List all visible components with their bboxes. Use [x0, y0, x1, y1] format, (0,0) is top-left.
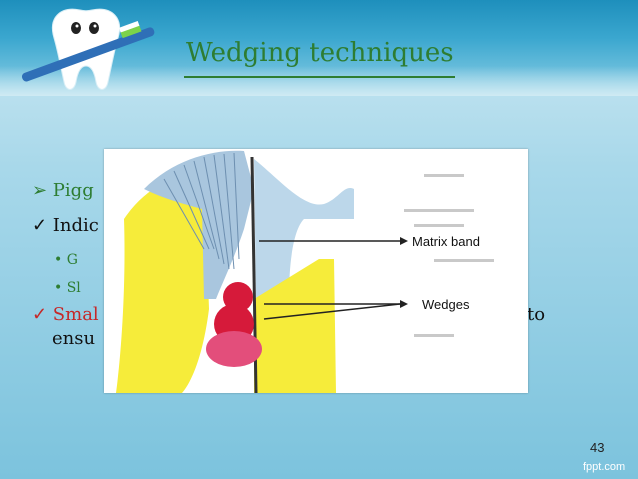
title-underline [184, 76, 455, 78]
tooth-toothbrush-logo [21, 8, 155, 90]
brand-label: fppt.com [583, 461, 626, 473]
page-number: 43 [590, 440, 605, 455]
bullet-indications: ✓ Indic [32, 215, 99, 236]
slide-title: Wedging techniques [186, 38, 454, 68]
matrix-band-label: Matrix band [412, 234, 480, 249]
bullet-small-tail: to [527, 304, 546, 325]
wedges-label: Wedges [422, 297, 470, 312]
bullet-piggyback: ➢ Pigg [32, 180, 94, 201]
sub-bullet-2: • Sl [54, 280, 81, 296]
wedge-diagram-figure: Matrix band Wedges [104, 149, 528, 394]
sub-bullet-1: • G [54, 252, 78, 268]
bullet-small-continuation: ensu [52, 328, 96, 349]
bullet-small: ✓ Smal [32, 304, 99, 325]
wedge-diagram: Matrix band Wedges [116, 150, 494, 394]
